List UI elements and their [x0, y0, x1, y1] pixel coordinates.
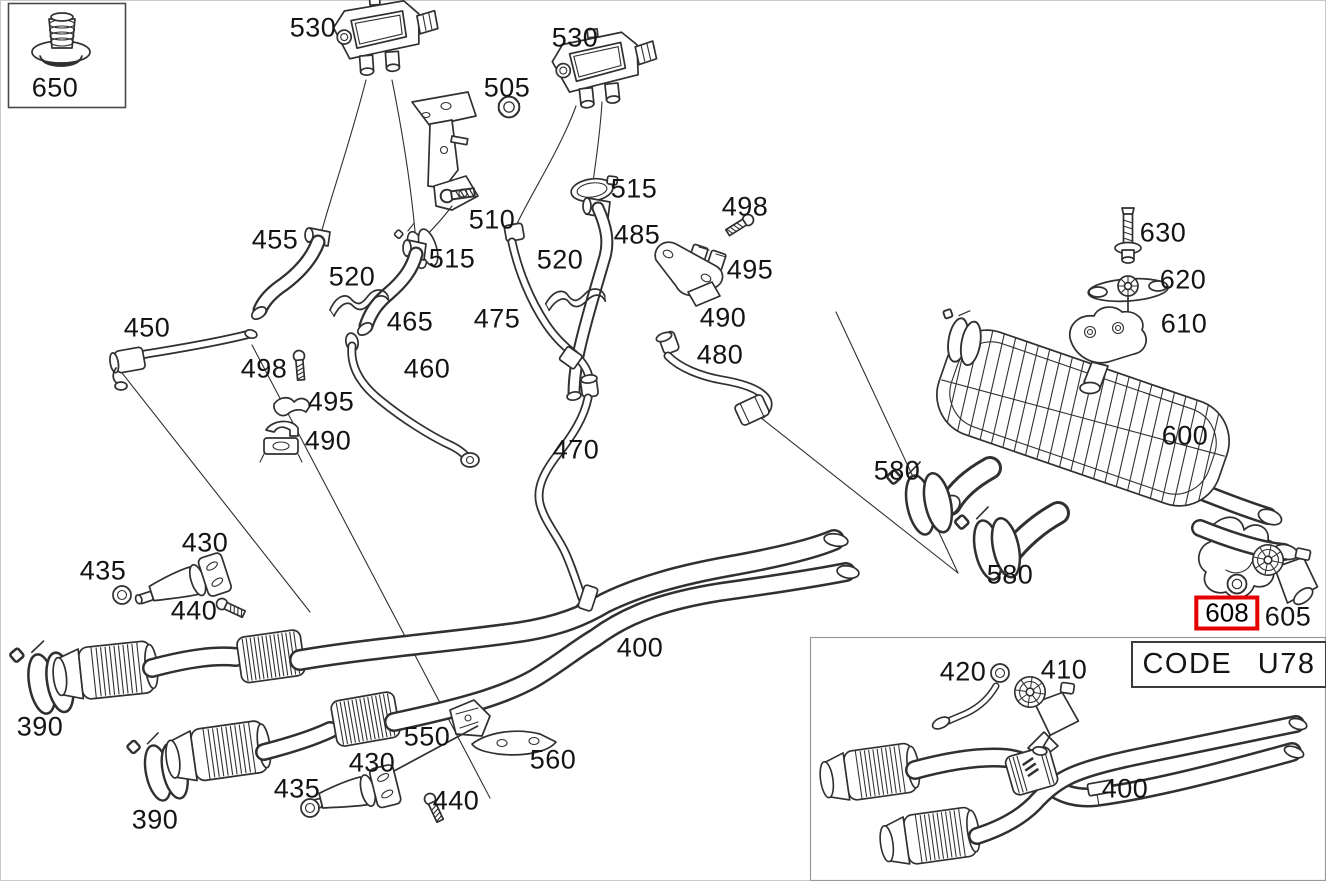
part-label-420[interactable]: 420	[939, 656, 987, 687]
part-label-490[interactable]: 490	[304, 425, 352, 456]
part-label-495[interactable]: 495	[307, 386, 355, 417]
part-label-560[interactable]: 560	[529, 744, 577, 775]
part-label-480[interactable]: 480	[696, 339, 744, 370]
clamp-515-right-drawing	[570, 175, 619, 203]
grommet-650-box	[7, 2, 127, 109]
part-label-515[interactable]: 515	[610, 173, 658, 204]
pipe-480-drawing	[655, 330, 773, 426]
clip-495-left-drawing	[273, 396, 311, 417]
part-label-630[interactable]: 630	[1139, 217, 1187, 248]
part-label-390[interactable]: 390	[16, 711, 64, 742]
pipe-475-drawing	[503, 222, 595, 387]
hose-465-drawing	[356, 239, 427, 337]
part-label-390[interactable]: 390	[131, 804, 179, 835]
part-label-498[interactable]: 498	[240, 353, 288, 384]
part-label-400[interactable]: 400	[1101, 773, 1149, 804]
part-label-600[interactable]: 600	[1161, 420, 1209, 451]
bracket-505-510-drawing	[411, 91, 521, 243]
part-label-605[interactable]: 605	[1264, 601, 1312, 632]
bracket-490-left-drawing	[259, 420, 303, 463]
inset-front-exhaust-400-drawing	[816, 715, 1308, 870]
bolt-630-drawing	[1114, 207, 1142, 264]
damper-430-upper-drawing	[134, 552, 232, 605]
part-label-410[interactable]: 410	[1040, 654, 1088, 685]
hanger-610-drawing	[1069, 306, 1147, 395]
part-label-455[interactable]: 455	[251, 224, 299, 255]
bracket-490-right-drawing	[654, 241, 724, 307]
part-label-530[interactable]: 530	[289, 12, 337, 43]
highlighted-part-label[interactable]: 608	[1194, 595, 1260, 631]
part-label-620[interactable]: 620	[1159, 264, 1207, 295]
part-label-580[interactable]: 580	[873, 455, 921, 486]
part-label-530[interactable]: 530	[551, 22, 599, 53]
mount-620-drawing	[1087, 275, 1169, 313]
hose-485-drawing	[566, 197, 614, 401]
part-label-520[interactable]: 520	[328, 261, 376, 292]
part-label-435[interactable]: 435	[273, 773, 321, 804]
part-label-515[interactable]: 515	[428, 243, 476, 274]
part-label-498[interactable]: 498	[721, 191, 769, 222]
part-label-440[interactable]: 440	[170, 595, 218, 626]
pressure-sensor-530-left-drawing	[318, 0, 442, 244]
part-label-580[interactable]: 580	[986, 559, 1034, 590]
part-label-435[interactable]: 435	[79, 555, 127, 586]
code-box-text: CODE U78	[1142, 648, 1316, 680]
pressure-sensor-530-right-drawing	[514, 22, 662, 229]
part-label-495[interactable]: 495	[726, 254, 774, 285]
part-label-520[interactable]: 520	[536, 244, 584, 275]
part-label-450[interactable]: 450	[123, 312, 171, 343]
part-label-430[interactable]: 430	[348, 747, 396, 778]
grommet-650-drawing	[31, 12, 91, 67]
code-box: CODE U78	[1131, 641, 1326, 688]
part-label-470[interactable]: 470	[552, 434, 600, 465]
bracket-560-drawing	[471, 730, 557, 756]
actuator-605-drawing	[1249, 541, 1319, 606]
muffler-body-drawing	[936, 319, 1230, 517]
part-label-440[interactable]: 440	[432, 785, 480, 816]
rear-muffler-600-drawing	[883, 207, 1319, 606]
part-label-550[interactable]: 550	[403, 721, 451, 752]
part-label-505[interactable]: 505	[483, 72, 531, 103]
part-label-430[interactable]: 430	[181, 527, 229, 558]
part-label-400[interactable]: 400	[616, 632, 664, 663]
part-label-460[interactable]: 460	[403, 353, 451, 384]
part-label-650[interactable]: 650	[31, 72, 79, 103]
part-label-465[interactable]: 465	[386, 306, 434, 337]
hose-455-drawing	[250, 227, 331, 321]
front-exhaust-400-drawing	[6, 529, 860, 824]
bracket-550-drawing	[449, 699, 491, 737]
part-label-510[interactable]: 510	[468, 204, 516, 235]
actuator-410-drawing	[1012, 674, 1080, 756]
part-label-475[interactable]: 475	[473, 303, 521, 334]
part-label-490[interactable]: 490	[699, 302, 747, 333]
pipe-460-drawing	[344, 332, 480, 468]
part-label-485[interactable]: 485	[613, 219, 661, 250]
pipe-450-drawing	[109, 328, 258, 391]
rod-420-drawing	[931, 682, 1000, 730]
inset-box	[809, 636, 1326, 881]
part-label-610[interactable]: 610	[1160, 308, 1208, 339]
